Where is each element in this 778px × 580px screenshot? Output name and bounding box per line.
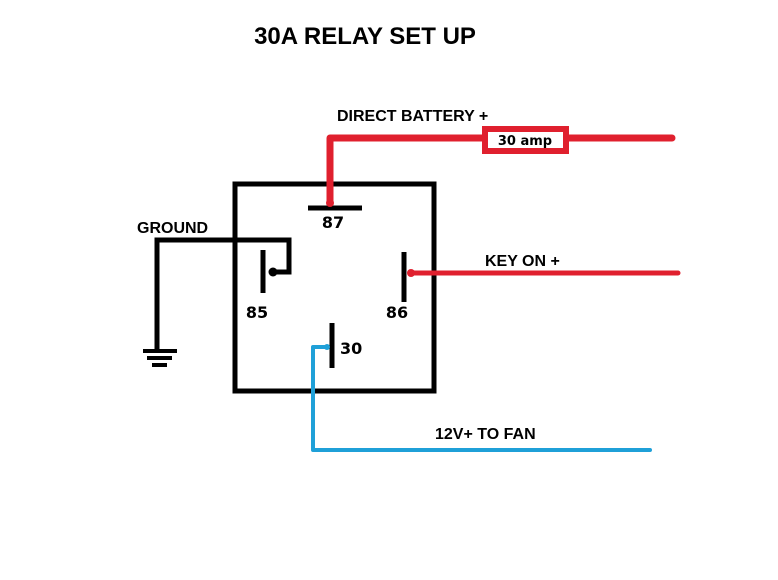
pin-85-label: 85 [246, 303, 268, 322]
diagram-title: 30A RELAY SET UP [254, 23, 476, 50]
key-on-label: KEY ON + [485, 253, 560, 270]
to-fan-label: 12V+ TO FAN [435, 426, 536, 443]
pin-87-connection-dot [326, 199, 334, 207]
fuse-label: 30 amp [498, 134, 552, 149]
pin-86-label: 86 [386, 303, 408, 322]
pin-85-connection-dot [268, 267, 278, 277]
pin-87-label: 87 [322, 213, 344, 232]
fan-wire [311, 345, 652, 452]
ground-wire [154, 237, 292, 350]
ground-symbol-icon [143, 349, 177, 367]
relay-body [232, 181, 437, 394]
fuse-icon: 30 amp [482, 126, 569, 154]
pin-86-connection-dot [407, 269, 415, 277]
direct-battery-label: DIRECT BATTERY + [337, 108, 488, 125]
pin-30-label: 30 [340, 339, 362, 358]
ground-label: GROUND [137, 220, 208, 237]
pin-30-connection-dot [324, 344, 330, 350]
